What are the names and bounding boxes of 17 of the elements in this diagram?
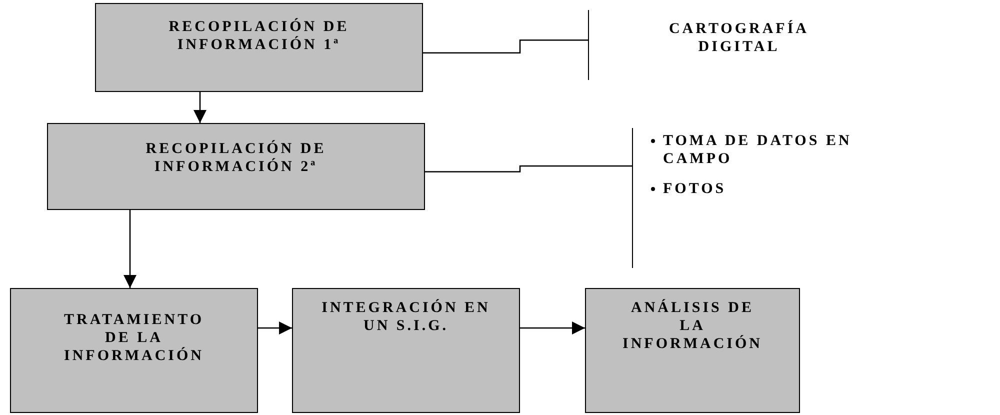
side-label: CARTOGRAFÍA DIGITAL [668, 20, 810, 56]
process-box [95, 3, 423, 92]
box-label: ANÁLISIS DE LA INFORMACIÓN [622, 299, 764, 353]
list-item: FOTOS [663, 180, 726, 198]
box-label: TRATAMIENTO DE LA INFORMACIÓN [62, 311, 205, 365]
arrow [520, 322, 585, 334]
process-box [47, 123, 425, 210]
arrow [194, 92, 206, 123]
box-label: INTEGRACIÓN EN UN S.I.G. [320, 299, 492, 335]
process-box [10, 288, 258, 413]
arrow [258, 322, 292, 334]
box-label: RECOPILACIÓN DE INFORMACIÓN 1ª [168, 18, 350, 54]
process-box [585, 288, 800, 413]
process-box [292, 288, 520, 413]
list-item: TOMA DE DATOS EN CAMPO [663, 132, 853, 168]
arrow [124, 210, 136, 288]
box-label: RECOPILACIÓN DE INFORMACIÓN 2ª [144, 140, 328, 176]
